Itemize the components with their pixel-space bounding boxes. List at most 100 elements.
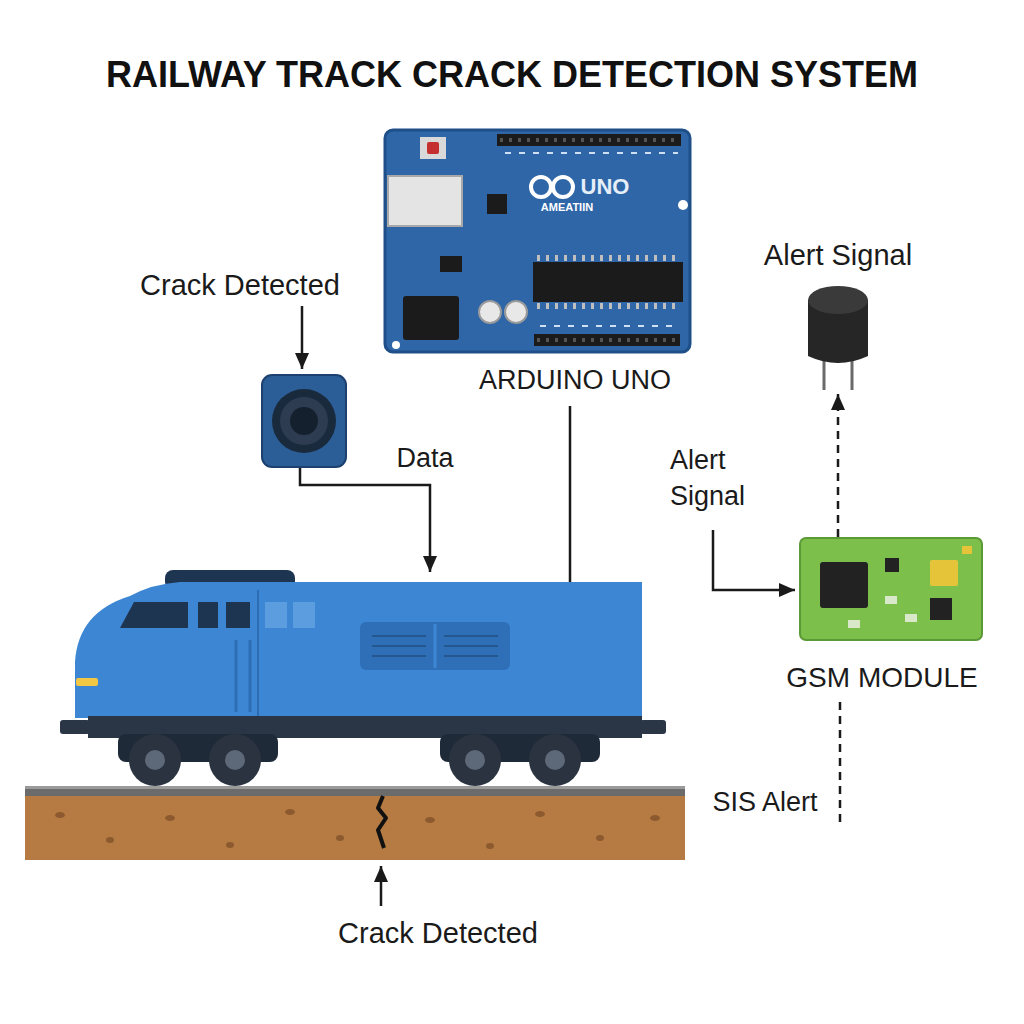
leader-arrow [301,306,304,369]
railway-track [165,815,175,821]
locomotive-illustration [293,602,315,628]
gsm-module-illustration [848,620,860,628]
railway-track [378,796,386,848]
arduino-board-illustration [534,334,680,346]
arduino-board-illustration [540,325,678,327]
board-maker-text: AMEATIIN [541,201,593,214]
sms-dashed-line [839,702,842,822]
locomotive-illustration [120,602,188,628]
gsm-module-illustration [800,538,982,640]
board-caption: ARDUINO UNO [479,364,671,396]
locomotive-illustration [465,750,485,770]
arduino-board-illustration [533,262,683,302]
locomotive-illustration [60,720,90,734]
locomotive-illustration [372,635,426,637]
arduino-board-illustration [537,255,680,261]
signal-label: SIS Alert [712,786,817,818]
ultrasonic-sensor-illustration [262,375,346,467]
gsm-module-illustration [885,558,899,572]
arduino-board-illustration [678,200,688,210]
railway-track [25,786,685,860]
buzzer-illustration [808,286,868,390]
locomotive-illustration [444,655,498,657]
arduino-board-illustration [403,296,459,340]
signal-arrow [713,530,795,590]
locomotive-illustration [449,734,501,786]
locomotive-illustration [545,750,565,770]
ultrasonic-sensor-illustration [272,389,336,453]
buzzer: Alert Signal [805,284,871,392]
arduino-board-illustration [385,130,690,352]
buzzer-illustration [808,286,868,314]
arduino-board-illustration [388,176,462,226]
locomotive-illustration [76,678,98,686]
arduino-board-illustration [537,303,680,309]
arduino-board-illustration [392,341,400,349]
railway-track [25,786,685,796]
arduino-board-illustration [505,301,527,323]
locomotive-illustration [75,582,642,718]
ultrasonic-sensor-illustration [300,467,430,572]
buzzer-illustration [823,360,826,390]
railway-track [285,809,295,815]
locomotive-illustration [60,570,666,786]
buzzer-illustration [851,360,854,390]
railway-track [596,835,604,841]
arduino-board-illustration [420,137,446,159]
railway-track [650,815,660,821]
locomotive-illustration [265,602,287,628]
arduino-board-illustration [537,338,677,342]
arduino-board-illustration [505,152,678,154]
locomotive-illustration [249,640,252,712]
railway-track [106,837,114,843]
ultrasonic-sensor-illustration [290,407,318,435]
locomotive-illustration [209,734,261,786]
railway-track [226,842,234,848]
module-caption: GSM MODULE [786,661,977,695]
railway-track [25,796,685,860]
locomotive-illustration [529,734,581,786]
locomotive-illustration [444,645,498,647]
railway-track [55,812,65,818]
locomotive-illustration [434,624,437,668]
gsm-module-illustration [885,596,897,604]
arduino-board-illustration [497,134,681,146]
arduino-board-illustration [479,301,501,323]
locomotive-illustration [257,590,259,716]
signal-label: Alert Signal [670,442,782,515]
gsm-module: GSM MODULE [797,537,983,641]
railway-track [535,811,545,817]
locomotive-illustration [444,635,498,637]
locomotive-illustration [145,750,165,770]
leader-arrow [380,866,383,906]
arduino-board-illustration [440,256,462,272]
arduino-board-illustration [487,194,507,214]
buzzer-caption: Alert Signal [764,238,912,273]
locomotive-illustration [198,602,218,628]
locomotive-illustration [225,750,245,770]
locomotive-illustration [226,602,250,628]
arduino-board: UNOAMEATIINARDUINO UNO [385,130,690,352]
gsm-module-illustration [930,560,958,586]
signal-label: Data [396,442,453,474]
sensor-caption: Crack Detected [140,268,340,303]
gsm-module-illustration [800,538,982,640]
ultrasonic-sensor-illustration [262,375,430,572]
locomotive-illustration [360,622,510,670]
railway-track [425,817,435,823]
arduino-board-illustration [385,130,690,352]
ultrasonic-sensor-illustration [280,397,328,445]
gsm-module-illustration [905,614,917,622]
railway-track [486,843,494,849]
gsm-module-illustration [930,598,952,620]
board-logo-text: UNO [581,174,630,200]
arduino-board-illustration [427,142,439,154]
ultrasonic-sensor: Crack Detected [262,375,346,467]
gsm-module-illustration [962,546,972,554]
railway-track [25,786,685,789]
locomotive-illustration [129,734,181,786]
arduino-board-illustration [531,177,551,197]
crack-label: Crack Detected [338,916,538,951]
